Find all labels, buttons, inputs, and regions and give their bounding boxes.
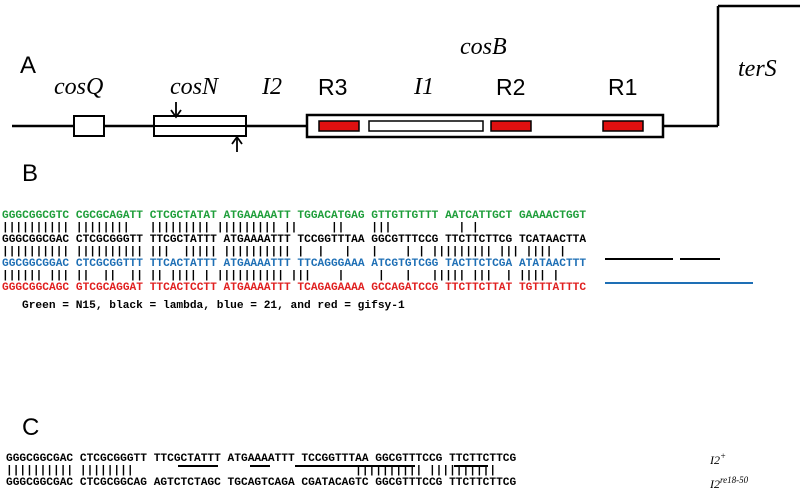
- seq-row-n15: GGGCGGCGTC CGCGCAGATT CTCGCTATAT ATGAAAA…: [2, 210, 587, 222]
- r2-box: [490, 120, 532, 132]
- cosq-box: [73, 115, 105, 137]
- cosn-down-arrow: [170, 102, 182, 119]
- label-cosq: cosQ: [54, 74, 104, 100]
- label-cosb: cosB: [460, 34, 507, 60]
- underline-c-3: [295, 465, 415, 467]
- underline-lambda-1: [605, 258, 673, 260]
- label-ters: terS: [738, 56, 777, 82]
- cosn-up-arrow: [231, 135, 243, 152]
- panel-c-letter: C: [22, 414, 40, 441]
- seq-row-lambda: GGGCGGCGAC CTCGCGGGTT TTCGCTATTT ATGAAAA…: [2, 234, 587, 246]
- panel-a-letter: A: [20, 52, 37, 79]
- label-i2: I2: [262, 74, 282, 100]
- alignment-block-b: GGGCGGCGTC CGCGCAGATT CTCGCTATAT ATGAAAA…: [2, 210, 586, 294]
- alignment-block-c: GGGCGGCGAC CTCGCGGGTT TTCGCTATTT ATGAAAA…: [6, 453, 516, 489]
- seq-row-gifsy1: GGGCGGCAGC GTCGCAGGAT TTCACTCCTT ATGAAAA…: [2, 282, 587, 294]
- match-row-3: |||||| ||| || || || || |||| | ||||||||||…: [2, 270, 560, 282]
- label-i2-re: I2re18-50: [710, 475, 749, 491]
- label-r1: R1: [608, 74, 638, 100]
- underline-c-2: [250, 465, 270, 467]
- label-i2-plus: I2+: [710, 451, 727, 467]
- label-cosn: cosN: [170, 74, 218, 100]
- underline-21: [605, 282, 753, 284]
- underline-lambda-2: [680, 258, 720, 260]
- seq-row-i2-re: GGGCGGCGAC CTCGCGGCAG AGTCTCTAGC TGCAGTC…: [6, 477, 517, 489]
- underline-c-1: [178, 465, 218, 467]
- match-row-2: |||||||||| |||||||||| ||| ||||| ||||||||…: [2, 246, 566, 258]
- r3-box: [318, 120, 360, 132]
- cosn-bottom-box: [153, 125, 247, 137]
- i1-box: [368, 120, 484, 132]
- label-i1: I1: [414, 74, 434, 100]
- color-legend: Green = N15, black = lambda, blue = 21, …: [22, 300, 405, 312]
- match-row-1: |||||||||| |||||||| ||||||||| ||||||||| …: [2, 222, 499, 234]
- seq-row-21: GGCGGCGGAC CTCGCGGTTT TTCACTATTT ATGAAAA…: [2, 258, 587, 270]
- match-row-c: |||||||||| |||||||| |||||||||| |||||||||…: [6, 465, 497, 477]
- underline-c-4: [454, 465, 488, 467]
- panel-b-letter: B: [22, 160, 39, 187]
- seq-row-i2-plus: GGGCGGCGAC CTCGCGGGTT TTCGCTATTT ATGAAAA…: [6, 453, 517, 465]
- label-r2: R2: [496, 74, 526, 100]
- cosn-top-box: [153, 115, 247, 127]
- cos-region-diagram: [12, 4, 800, 152]
- label-r3: R3: [318, 74, 348, 100]
- r1-box: [602, 120, 644, 132]
